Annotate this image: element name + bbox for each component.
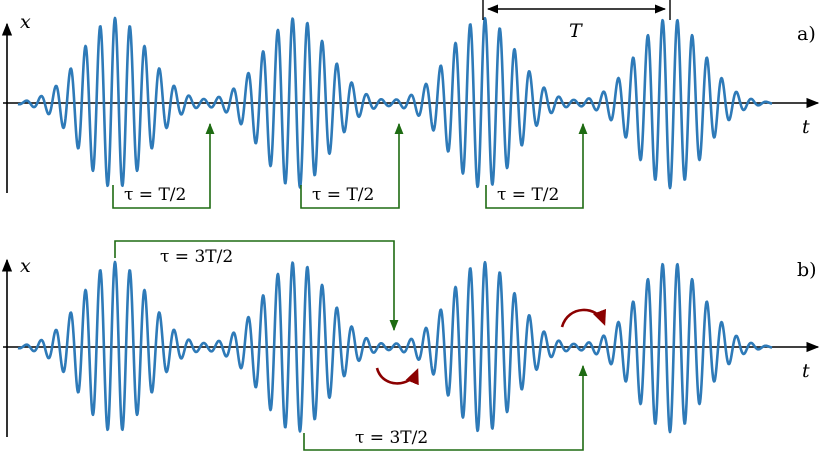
tau-bracket-top: τ = 3T/2 xyxy=(114,240,399,332)
panel-b-tag: b) xyxy=(797,259,817,281)
tau-label-1: τ = T/2 xyxy=(124,185,186,205)
tau-bracket-2: τ = T/2 xyxy=(300,122,404,209)
curved-arrow-upper xyxy=(560,308,606,328)
panel-a-tag: a) xyxy=(797,23,816,45)
period-label: T xyxy=(569,20,583,42)
panel-a-x-label: t xyxy=(802,116,810,138)
tau-bracket-bottom: τ = 3T/2 xyxy=(303,364,588,451)
tau-bracket-1: τ = T/2 xyxy=(112,122,215,209)
tau-label-2: τ = T/2 xyxy=(312,185,374,205)
panel-a: x t a) T τ = T/2 τ = T/2 τ = T/2 xyxy=(1,0,820,209)
tau-label-bottom: τ = 3T/2 xyxy=(355,428,428,448)
panel-b-y-label: x xyxy=(20,255,31,277)
panel-b: x t b) τ = 3T/2 τ = 3T/2 xyxy=(1,240,820,451)
panel-a-signal xyxy=(17,16,773,190)
curved-arrow-lower xyxy=(375,367,419,386)
tau-label-3: τ = T/2 xyxy=(497,185,559,205)
tau-label-top: τ = 3T/2 xyxy=(160,247,233,267)
panel-b-x-label: t xyxy=(802,360,810,382)
tau-bracket-3: τ = T/2 xyxy=(485,122,588,209)
panel-a-y-label: x xyxy=(20,11,31,33)
panel-b-signal xyxy=(17,260,773,434)
